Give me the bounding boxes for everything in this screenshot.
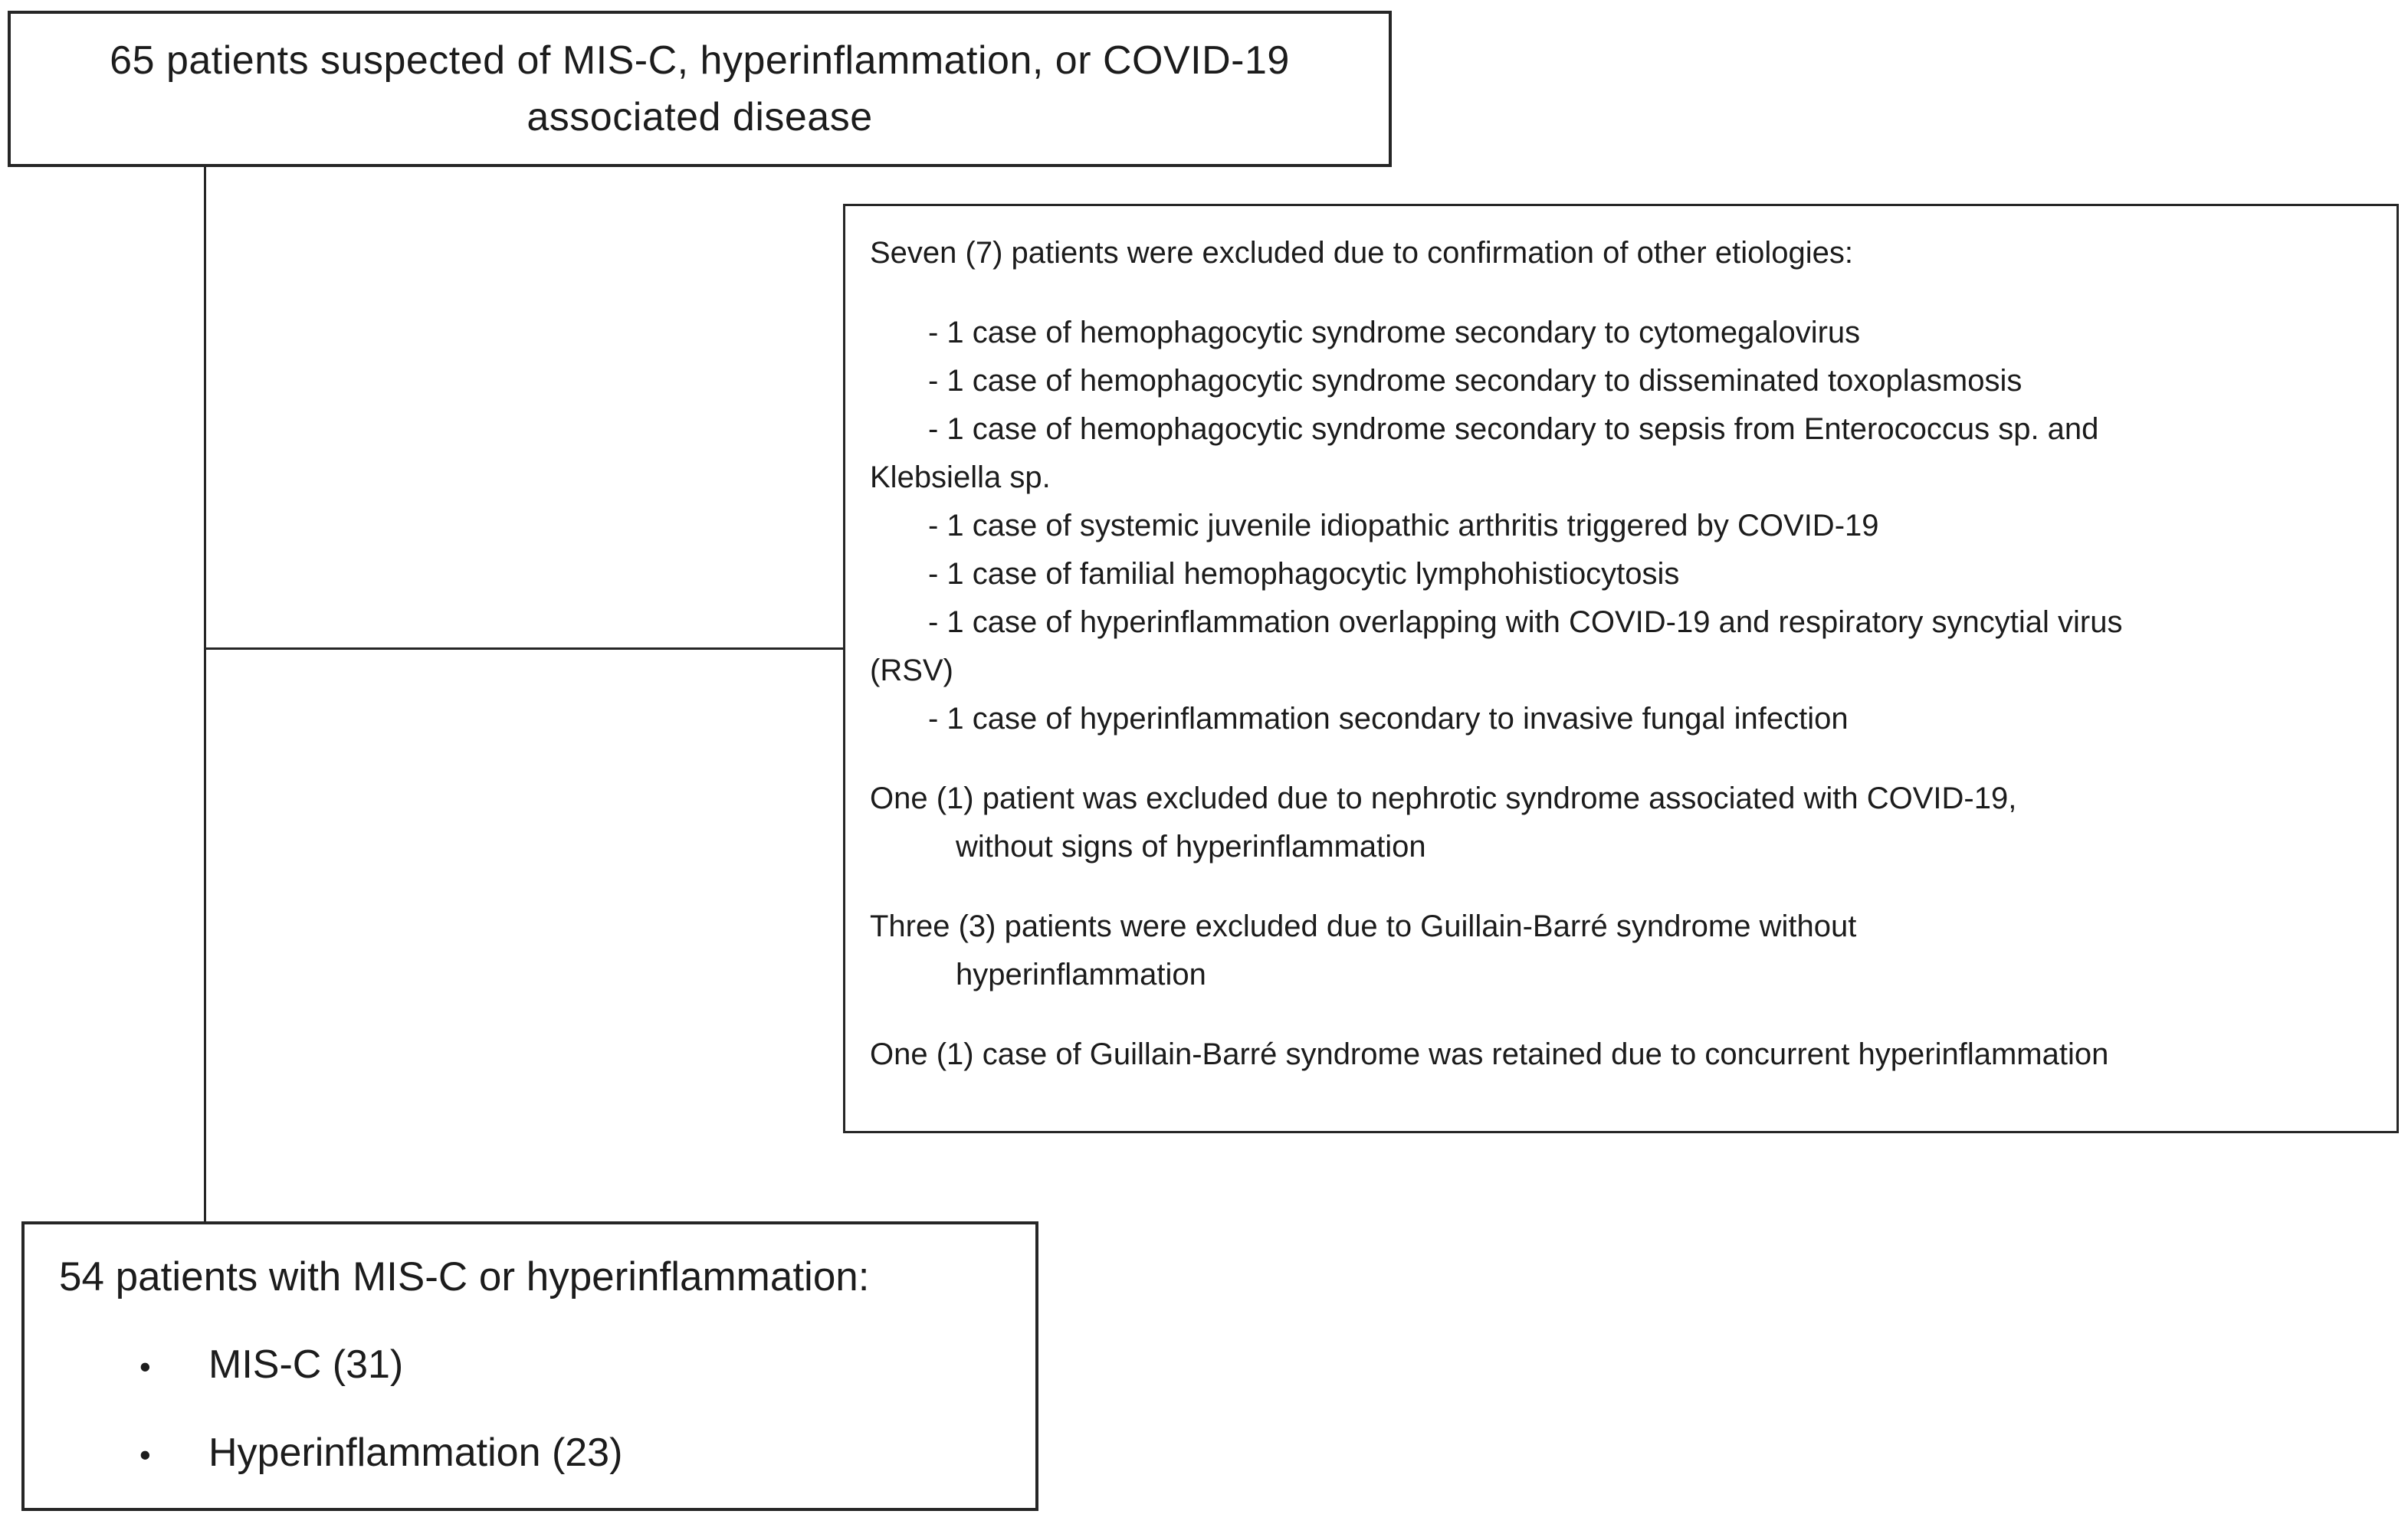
exclusion-gbs-paragraph: Three (3) patients were excluded due to … <box>870 903 2372 999</box>
result-item-mis-c: • MIS-C (31) <box>59 1339 1012 1392</box>
gbs-excluded-line1: Three (3) patients were excluded due to … <box>870 909 1857 943</box>
connector-vertical-line <box>204 166 206 1221</box>
result-item-label: MIS-C (31) <box>208 1342 404 1387</box>
etiology-line-wrap: (RSV) <box>870 654 953 687</box>
exclusion-etiology-list: - 1 case of hemophagocytic syndrome seco… <box>870 309 2372 743</box>
nephrotic-line1: One (1) patient was excluded due to neph… <box>870 782 2017 815</box>
result-item-label: Hyperinflammation (23) <box>208 1431 623 1475</box>
result-box-title: 54 patients with MIS-C or hyperinflammat… <box>59 1254 870 1299</box>
bullet-icon: • <box>139 1349 151 1385</box>
result-item-hyperinflammation: • Hyperinflammation (23) <box>59 1427 1012 1480</box>
etiology-line: - 1 case of hemophagocytic syndrome seco… <box>928 364 2023 398</box>
top-box-text-line1: 65 patients suspected of MIS-C, hyperinf… <box>110 38 1290 83</box>
etiology-line: - 1 case of hyperinflammation secondary … <box>928 702 1849 736</box>
exclusion-nephrotic-paragraph: One (1) patient was excluded due to neph… <box>870 775 2372 871</box>
etiology-line: - 1 case of hyperinflammation overlappin… <box>928 605 2123 639</box>
result-box-included-patients: 54 patients with MIS-C or hyperinflammat… <box>21 1221 1038 1511</box>
top-box-text-line2: associated disease <box>527 95 873 139</box>
top-box-suspected-patients: 65 patients suspected of MIS-C, hyperinf… <box>8 11 1392 167</box>
exclusion-box: Seven (7) patients were excluded due to … <box>843 204 2399 1133</box>
etiology-line: - 1 case of systemic juvenile idiopathic… <box>928 509 1879 542</box>
etiology-line: - 1 case of familial hemophagocytic lymp… <box>928 557 1680 591</box>
etiology-line: - 1 case of hemophagocytic syndrome seco… <box>928 316 1861 349</box>
exclusion-intro: Seven (7) patients were excluded due to … <box>870 236 1853 270</box>
gbs-retained-line: One (1) case of Guillain-Barré syndrome … <box>870 1037 2109 1071</box>
etiology-line-wrap: Klebsiella sp. <box>870 460 1051 494</box>
etiology-line: - 1 case of hemophagocytic syndrome seco… <box>928 412 2099 446</box>
nephrotic-line2: without signs of hyperinflammation <box>956 830 1426 864</box>
gbs-excluded-line2: hyperinflammation <box>956 958 1206 991</box>
connector-horizontal-line <box>204 647 845 650</box>
bullet-icon: • <box>139 1437 151 1473</box>
